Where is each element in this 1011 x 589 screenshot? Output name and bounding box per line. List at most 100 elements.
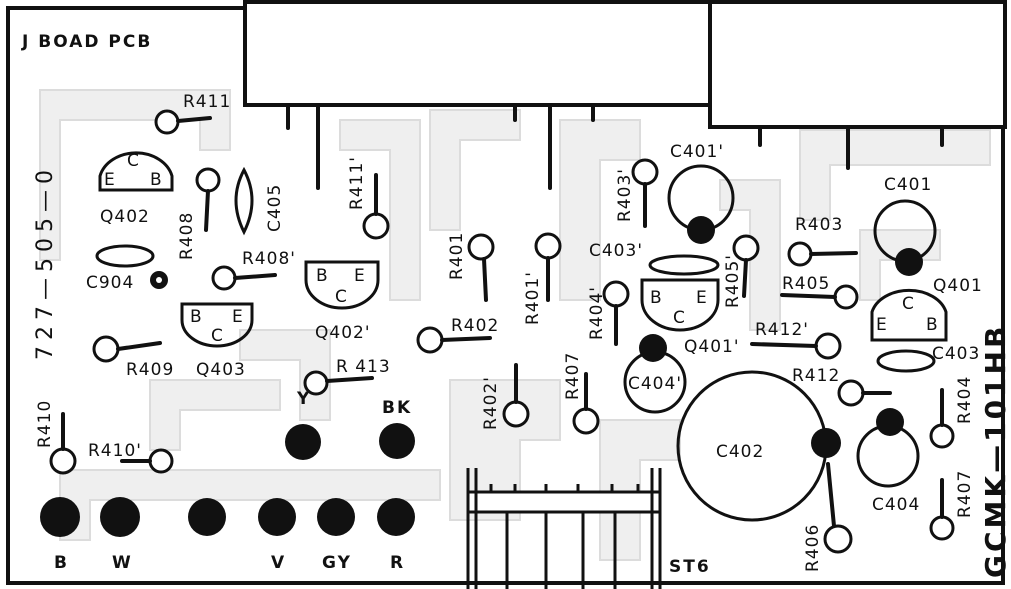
wire-label-r: R	[390, 553, 405, 573]
wire-pad-y	[285, 424, 321, 460]
r404-pad	[929, 423, 955, 449]
wire-pad-r	[377, 498, 415, 536]
r404-label: R404	[955, 376, 975, 424]
c404p-label: C404'	[628, 374, 682, 394]
r406-label: R406	[803, 524, 823, 572]
q401p-e: E	[696, 288, 708, 308]
q402-body	[98, 151, 174, 192]
q403-c: C	[211, 326, 224, 346]
r408-pad	[195, 167, 221, 193]
q402p-b: B	[316, 266, 329, 286]
c404-label: C404	[872, 495, 920, 515]
r402-pad	[416, 326, 444, 354]
r409-pad	[92, 335, 120, 363]
r411p-pad	[362, 212, 390, 240]
c904-label: C904	[86, 273, 134, 293]
q401-body	[870, 288, 948, 342]
c904-body	[95, 244, 155, 268]
q401-b: B	[926, 315, 939, 335]
r403-pad	[787, 241, 813, 267]
r410-pad	[49, 447, 77, 475]
q403-label: Q403	[196, 360, 246, 380]
top-module-left	[243, 0, 712, 107]
r411-pad	[154, 109, 180, 135]
part-number: 727—505—0	[33, 164, 58, 360]
c405-body	[234, 166, 254, 236]
r405-label: R405	[782, 274, 830, 294]
wire-pad-bk	[379, 423, 415, 459]
st6-connector	[466, 468, 662, 589]
c401-pad	[895, 248, 923, 276]
r402-label: R402	[451, 316, 499, 336]
r403p-label: R403'	[615, 168, 635, 222]
wire-pad-w	[100, 497, 140, 537]
q403-e: E	[232, 307, 244, 327]
q402-e: E	[104, 170, 116, 190]
model-number: GCMK—101HB	[979, 324, 1011, 578]
wire-pad-gy	[317, 498, 355, 536]
c404p-pad	[639, 334, 667, 362]
wire-pad-v	[258, 498, 296, 536]
r406-pad	[823, 524, 853, 554]
q401p-c: C	[673, 308, 686, 328]
r412-label: R412	[792, 366, 840, 386]
wire-label-y: Y	[296, 389, 311, 409]
r407-right-pad	[929, 515, 955, 541]
r405p-label: R405'	[723, 254, 743, 308]
r411p-label: R411'	[347, 156, 367, 210]
board-title: J BOAD PCB	[21, 32, 152, 52]
r407-left-pad	[572, 407, 600, 435]
q402-b: B	[150, 170, 163, 190]
r401-pad	[467, 233, 495, 261]
c405-label: C405	[265, 184, 285, 232]
q402p-body	[304, 260, 380, 310]
c401p-label: C401'	[670, 142, 724, 162]
r408-label: R408	[177, 212, 197, 260]
wire-label-gy: GY	[322, 553, 352, 573]
wire-label-v: V	[271, 553, 286, 573]
c403p-label: C403'	[589, 241, 643, 261]
q401-e: E	[876, 315, 888, 335]
wire-label-bk: BK	[382, 398, 412, 418]
r404p-label: R404'	[587, 286, 607, 340]
r410-label: R410	[35, 400, 55, 448]
r402p-pad	[502, 400, 530, 428]
q401p-label: Q401'	[684, 337, 740, 357]
r403-label: R403	[795, 215, 843, 235]
r407-left-label: R407	[563, 352, 583, 400]
r408p-label: R408'	[242, 249, 296, 269]
r410p-label: R410'	[88, 441, 142, 461]
q402p-label: Q402'	[315, 323, 371, 343]
r401p-pad	[534, 232, 562, 260]
r409-label: R409	[126, 360, 174, 380]
q401-label: Q401	[933, 276, 983, 296]
c403p-body	[648, 254, 720, 276]
q401p-body	[640, 278, 720, 332]
q402-label: Q402	[100, 207, 150, 227]
c404-pad	[876, 408, 904, 436]
r404p-pad	[602, 280, 630, 308]
module-pins	[286, 103, 944, 190]
q403-b: B	[190, 307, 203, 327]
r405-pad	[833, 284, 859, 310]
q403-body	[180, 302, 254, 348]
wire-label-w: W	[112, 553, 133, 573]
c401p-pad	[687, 216, 715, 244]
r402p-label: R402'	[481, 376, 501, 430]
q402-c: C	[127, 151, 140, 171]
r401p-label: R401'	[523, 271, 543, 325]
c401-label: C401	[884, 175, 932, 195]
wire-pad-b	[40, 497, 80, 537]
q401p-b: B	[650, 288, 663, 308]
q401-c: C	[902, 294, 915, 314]
c402-label: C402	[716, 442, 764, 462]
r401-label: R401	[447, 232, 467, 280]
st6-label: ST6	[669, 557, 711, 577]
r403p-pad	[631, 158, 659, 186]
q402p-e: E	[354, 266, 366, 286]
r411-label: R411	[183, 92, 231, 112]
r413-label: R 413	[336, 357, 391, 377]
wire-label-b: B	[54, 553, 69, 573]
r412-pad	[837, 379, 865, 407]
